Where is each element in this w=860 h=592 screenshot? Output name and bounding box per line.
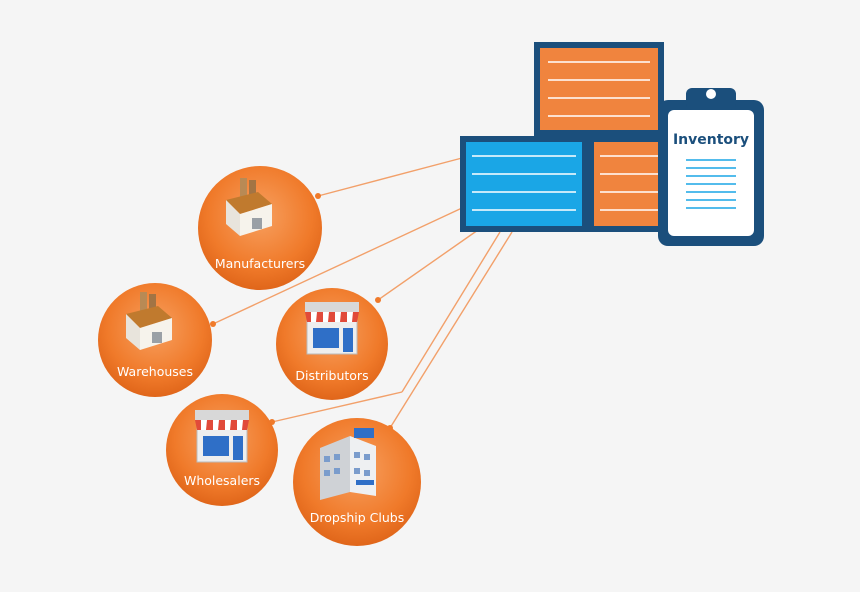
node-dropship-clubs[interactable]: Dropship Clubs [293, 418, 421, 546]
node-label-distributors: Distributors [295, 368, 368, 383]
connector-dropship [389, 231, 513, 429]
node-label-warehouses: Warehouses [117, 364, 193, 379]
node-wholesalers[interactable]: Wholesalers [166, 394, 278, 506]
node-label-manufacturers: Manufacturers [215, 256, 305, 271]
storefront-icon [304, 301, 360, 355]
connector-distributors [377, 229, 479, 301]
node-distributors[interactable]: Distributors [276, 288, 388, 400]
connector-manufacturers [317, 157, 463, 197]
connector-wholesalers-end [271, 391, 403, 423]
storefront-icon [194, 409, 250, 463]
node-label-wholesalers: Wholesalers [184, 473, 260, 488]
clipboard-icon: Inventory [658, 88, 764, 246]
connector-wholesalers [401, 231, 501, 393]
node-warehouses[interactable]: Warehouses [98, 283, 212, 397]
connector-lines [212, 157, 513, 429]
connector-warehouses [212, 207, 463, 325]
inventory-boxes [460, 42, 668, 232]
node-manufacturers[interactable]: Manufacturers [198, 166, 322, 290]
clipboard-label: Inventory [673, 132, 749, 148]
node-label-dropship-clubs: Dropship Clubs [310, 510, 404, 525]
